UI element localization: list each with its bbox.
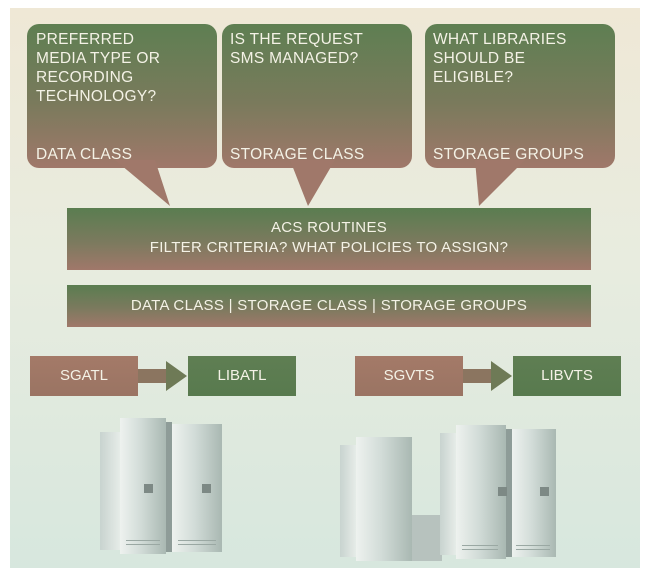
bubble-text-storage-groups: WHAT LIBRARIES SHOULD BE ELIGIBLE? STORA… [433, 30, 611, 163]
bubble-question: IS THE REQUEST SMS MANAGED? [230, 31, 364, 67]
acs-routines-bar: ACS ROUTINES FILTER CRITERIA? WHAT POLIC… [67, 208, 591, 270]
bubble-storage-groups [425, 24, 615, 168]
bubble-question: WHAT LIBRARIES SHOULD BE ELIGIBLE? [433, 31, 567, 86]
storage-group-sgvts: SGVTS [355, 356, 463, 396]
tape-library-atl-icon [100, 418, 225, 558]
library-libvts: LIBVTS [513, 356, 621, 396]
arrow-right-icon [138, 361, 187, 391]
storage-group-sgatl: SGATL [30, 356, 138, 396]
classes-bar: DATA CLASS | STORAGE CLASS | STORAGE GRO… [67, 285, 591, 327]
bubble-answer: STORAGE GROUPS [433, 146, 585, 163]
bubble-storage-class [222, 24, 412, 168]
bubble-answer: STORAGE CLASS [230, 146, 365, 163]
acs-title: ACS ROUTINES [270, 219, 388, 236]
bubble-tail-data-class [115, 160, 170, 206]
acs-subtitle: FILTER CRITERIA? WHAT POLICIES TO ASSIGN… [149, 239, 509, 256]
bubble-text-storage-class: IS THE REQUEST SMS MANAGED? STORAGE CLAS… [230, 30, 408, 163]
bubble-question: PREFERRED MEDIA TYPE OR RECORDING TECHNO… [36, 31, 161, 105]
bubble-tail-storage-groups [475, 160, 525, 206]
bubble-tail-storage-class [290, 160, 335, 206]
bubble-data-class [27, 24, 217, 168]
bubble-answer: DATA CLASS [36, 146, 133, 163]
arrow-right-icon [463, 361, 512, 391]
bubble-text-data-class: PREFERRED MEDIA TYPE OR RECORDING TECHNO… [36, 30, 214, 163]
tape-library-vts-icon [340, 425, 570, 565]
library-libatl: LIBATL [188, 356, 296, 396]
